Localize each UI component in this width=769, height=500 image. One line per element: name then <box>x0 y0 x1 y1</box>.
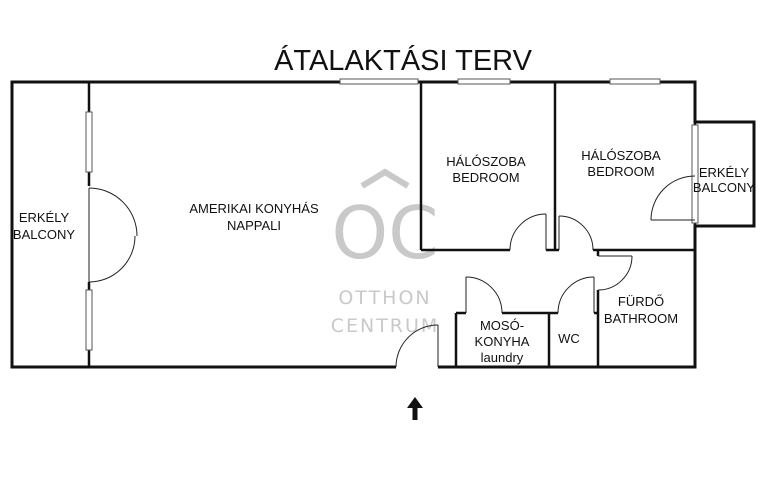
room-label-bedroom-2: HÁLÓSZOBA <box>581 148 661 163</box>
watermark-line1: OTTHON <box>338 287 431 309</box>
door-swing <box>88 187 138 237</box>
room-label-balcony-right: BALCONY <box>693 180 755 195</box>
watermark-line2: CENTRUM <box>331 315 440 337</box>
room-label-living: AMERIKAI KONYHÁS <box>189 201 319 216</box>
room-label-balcony-left: BALCONY <box>13 227 75 242</box>
room-label-bathroom: BATHROOM <box>604 311 678 326</box>
room-label-bathroom: FÜRDŐ <box>618 294 664 309</box>
windows <box>85 78 699 351</box>
room-label-laundry: laundry <box>481 350 524 365</box>
door-swing <box>650 175 696 221</box>
room-label-laundry: KONYHA <box>475 334 530 349</box>
door-swing <box>558 215 594 251</box>
otthon-centrum-watermark: OC OTTHON CENTRUM <box>331 168 440 337</box>
plan-title: ÁTALAKTÁSI TERV <box>274 44 533 77</box>
window <box>339 78 419 85</box>
door-swing <box>597 255 633 291</box>
outer-walls <box>10 80 756 369</box>
room-label-laundry: MOSÓ- <box>480 318 524 333</box>
door-swing <box>88 235 136 283</box>
window <box>85 289 93 351</box>
door-swing <box>509 213 547 251</box>
door-swing <box>557 276 595 314</box>
window <box>691 124 699 224</box>
room-label-balcony-left: ERKÉLY <box>19 210 70 225</box>
door-swing <box>395 324 439 368</box>
watermark-logo: OC <box>332 191 439 275</box>
room-label-wc: WC <box>558 331 580 346</box>
room-label-balcony-right: ERKÉLY <box>699 165 750 180</box>
window <box>609 78 661 85</box>
room-label-living: NAPPALI <box>227 218 281 233</box>
roof-icon <box>360 168 410 189</box>
room-label-bedroom-1: BEDROOM <box>452 170 519 185</box>
doors <box>87 175 697 369</box>
room-label-bedroom-2: BEDROOM <box>587 164 654 179</box>
door-swing <box>465 276 503 314</box>
window <box>457 78 511 85</box>
window <box>85 111 93 173</box>
up-arrow-icon <box>407 397 423 420</box>
room-label-bedroom-1: HÁLÓSZOBA <box>446 154 526 169</box>
